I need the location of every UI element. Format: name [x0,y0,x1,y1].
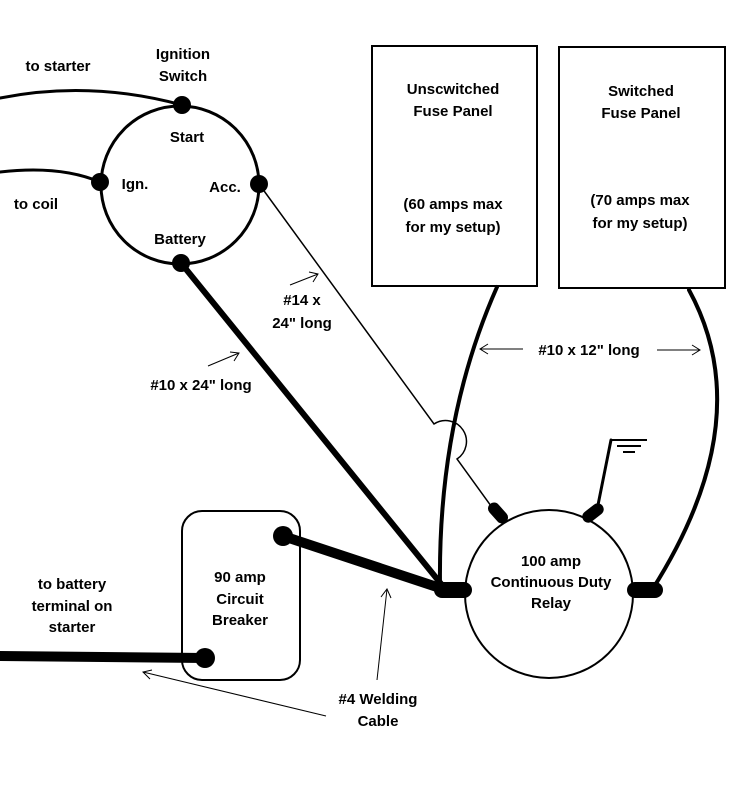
breaker-to-relay-cable [278,531,451,595]
starter-wire [0,88,184,107]
fuse-wires-label: #10 x 12" long [538,342,639,359]
unswitched-panel-line4: for my setup) [405,219,500,236]
acc-terminal-label: Acc. [209,179,241,196]
battery-terminal-note-3: starter [49,619,96,636]
battery-terminal-note-1: to battery [38,576,107,593]
ignition-switch-title-2: Switch [159,68,207,85]
acc-wire-label-1: #14 x [283,292,321,309]
welding-cable-arrow-left [142,669,327,717]
battery-wire-label: #10 x 24" long [150,377,251,394]
welding-cable-arrow-up [376,588,392,681]
start-terminal-label: Start [170,129,204,146]
unswitched-feed-wire [437,285,499,587]
switched-panel-line2: Fuse Panel [601,105,680,122]
relay-label-2: Continuous Duty [491,574,612,591]
ground-icon [611,439,647,453]
relay-terminal-right [627,582,663,598]
battery-to-breaker-cable [0,651,210,663]
switched-fuse-panel [558,46,726,289]
relay-label-1: 100 amp [521,553,581,570]
battery-terminal-note-2: terminal on [32,598,113,615]
welding-cable-label-2: Cable [358,713,399,730]
to-coil-label: to coil [14,196,58,213]
ground-wire [595,438,613,512]
to-starter-label: to starter [25,58,90,75]
switched-panel-line1: Switched [608,83,674,100]
circuit-breaker-body [181,510,301,681]
breaker-label-1: 90 amp [214,569,266,586]
fuse-wire-arrow-right [657,344,701,356]
battery-to-relay-wire [178,260,449,593]
welding-cable-label-1: #4 Welding [339,691,418,708]
ignition-switch-title-1: Ignition [156,46,210,63]
acc-wire-arrow [289,271,319,286]
breaker-label-2: Circuit [216,591,264,608]
breaker-label-3: Breaker [212,612,268,629]
unswitched-panel-line2: Fuse Panel [413,103,492,120]
acc-wire [258,183,500,518]
acc-wire-label-2: 24" long [272,315,332,332]
unswitched-panel-line1: Unscwitched [407,81,500,98]
coil-wire [0,168,102,184]
relay-terminal-top-right [582,503,604,523]
switched-panel-line4: for my setup) [592,215,687,232]
relay-terminal-top-left [487,502,509,524]
relay-terminal-left [434,582,472,598]
start-terminal [173,96,191,114]
battery-terminal-label: Battery [154,231,206,248]
battery-wire-arrow [207,351,240,367]
ign-terminal-label: Ign. [122,176,149,193]
relay-body [464,509,634,679]
switched-feed-wire [650,288,720,592]
fuse-wire-arrow-left [479,343,523,355]
unswitched-fuse-panel [371,45,538,287]
relay-label-3: Relay [531,595,572,612]
switched-panel-line3: (70 amps max [590,192,690,209]
ign-terminal [91,173,109,191]
breaker-terminal-top [273,526,293,546]
acc-terminal [250,175,268,193]
unswitched-panel-line3: (60 amps max [403,196,503,213]
breaker-terminal-bottom [195,648,215,668]
battery-terminal [172,254,190,272]
